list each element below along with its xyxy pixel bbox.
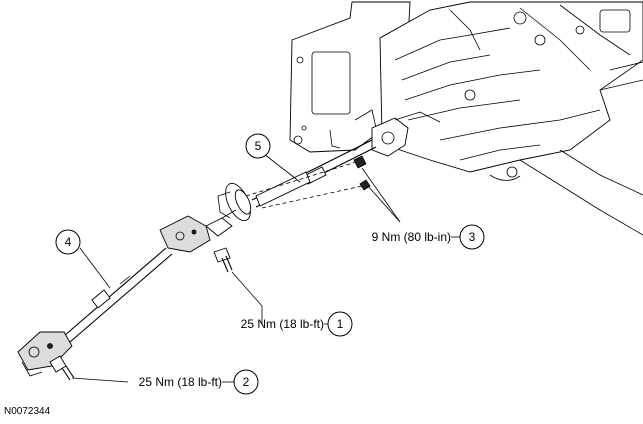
callout-3: 9 Nm (80 lb-in) 3 bbox=[372, 224, 485, 250]
callout-1: 25 Nm (18 lb-ft) 1 bbox=[241, 311, 353, 337]
callout-2: 25 Nm (18 lb-ft) 2 bbox=[139, 369, 259, 395]
lower-steering-shaft bbox=[17, 209, 237, 377]
bolt-2 bbox=[49, 355, 75, 381]
bolt-1 bbox=[213, 247, 233, 273]
callout-5: 5 bbox=[245, 133, 271, 159]
callout-1-number: 1 bbox=[337, 317, 344, 331]
callout-1-label: 25 Nm (18 lb-ft) bbox=[241, 317, 324, 331]
nuts-3 bbox=[353, 155, 371, 191]
steering-column-assembly bbox=[289, 1, 643, 236]
callout-3-number: 3 bbox=[469, 230, 476, 244]
callout-2-number: 2 bbox=[243, 375, 250, 389]
figure-id: N0072344 bbox=[4, 406, 51, 417]
callout-4: 4 bbox=[55, 229, 81, 255]
callout-4-number: 4 bbox=[65, 235, 72, 249]
leader-lines bbox=[71, 153, 401, 383]
callout-3-label: 9 Nm (80 lb-in) bbox=[372, 230, 451, 244]
intermediate-shaft bbox=[217, 139, 377, 222]
callout-5-number: 5 bbox=[255, 139, 262, 153]
callout-2-label: 25 Nm (18 lb-ft) bbox=[139, 375, 222, 389]
